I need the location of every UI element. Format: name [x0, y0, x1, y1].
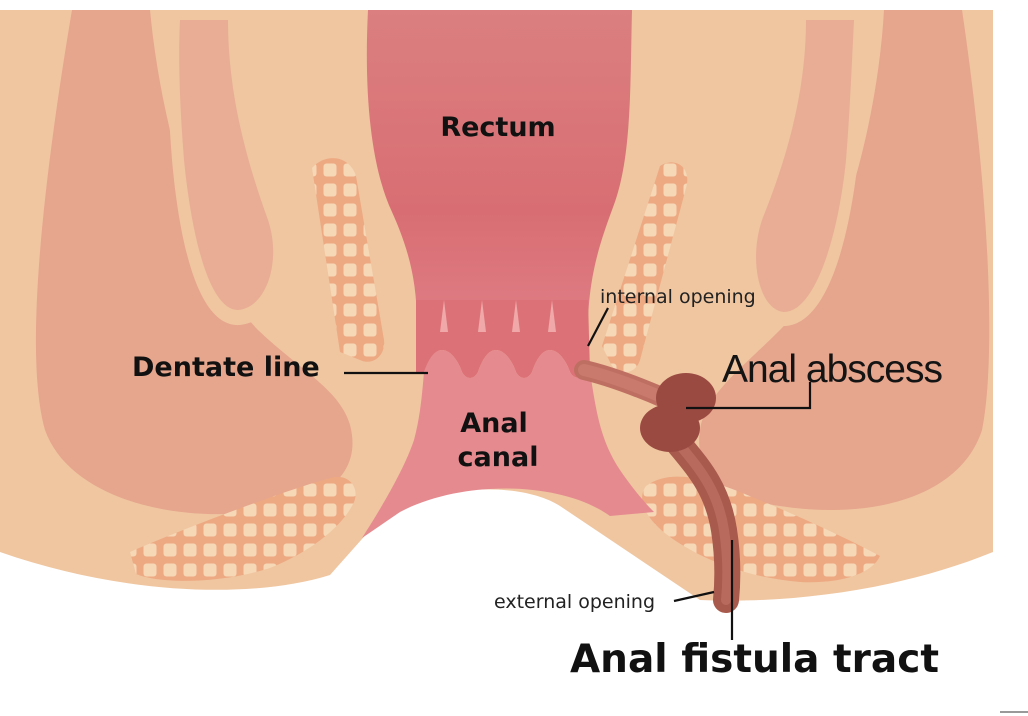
internal-opening-leader [587, 307, 609, 347]
abscess-leader [686, 382, 812, 410]
right-lower-sphincter [642, 476, 880, 583]
anal-fistula-tract-label: Anal fistula tract [570, 637, 939, 682]
dentate-zone [416, 300, 590, 378]
rectum [366, 10, 632, 346]
right-muscle [699, 10, 990, 511]
anal-canal [362, 350, 654, 538]
left-muscle-inner-fill [179, 20, 274, 310]
anal-column-4 [548, 300, 556, 332]
anal-canal-label-line2: canal [458, 442, 539, 473]
anal-canal-label-line1: Anal [460, 408, 528, 439]
anal-abscess-lower [640, 404, 700, 452]
right-muscle-inner-fill [756, 20, 854, 312]
rectum-label: Rectum [440, 112, 555, 143]
fistula-inner-segment-core [578, 364, 670, 404]
left-lower-sphincter [130, 476, 356, 581]
anal-column-1 [440, 300, 448, 332]
dentate-line-label: Dentate line [132, 352, 320, 383]
left-upper-sphincter [312, 158, 385, 362]
external-opening-leader [673, 590, 715, 603]
fistula-tract-highlight [663, 425, 733, 605]
external-opening-label: external opening [494, 591, 655, 613]
anal-column-2 [478, 300, 486, 332]
anal-column-3 [512, 300, 520, 332]
right-upper-sphincter [602, 162, 688, 373]
internal-opening-label: internal opening [600, 286, 756, 308]
anal-abscess-label: Anal abscess [722, 348, 942, 391]
